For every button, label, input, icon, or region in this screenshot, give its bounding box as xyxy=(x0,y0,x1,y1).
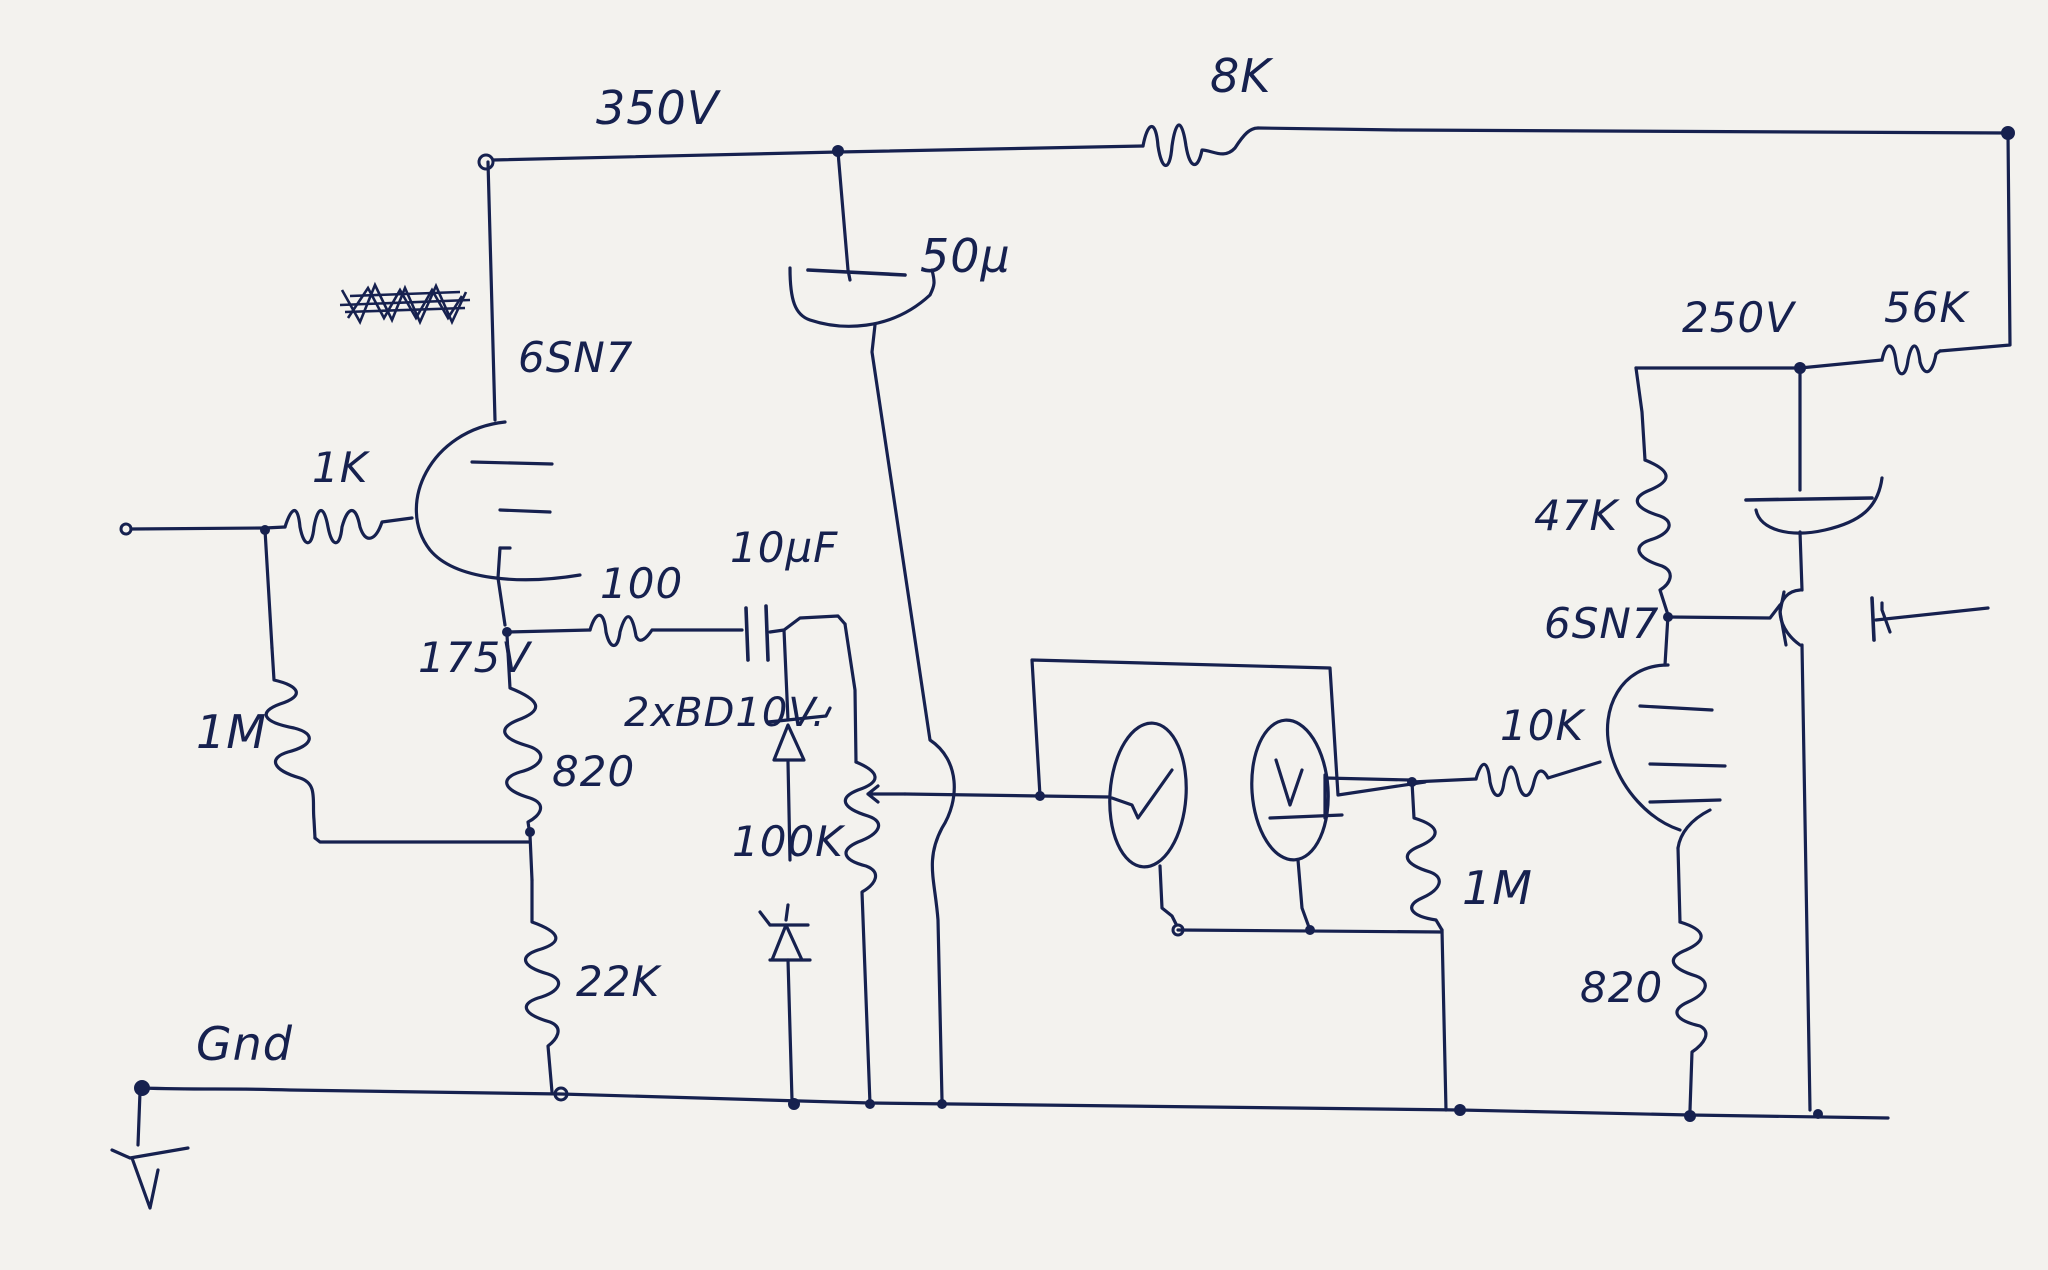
label-250v: 250V xyxy=(1682,293,1797,342)
label-100: 100 xyxy=(600,559,683,608)
resistor-1m-input xyxy=(264,646,317,840)
capacitor-50u xyxy=(788,150,956,1109)
label-820-cathode: 820 xyxy=(552,747,635,796)
resistor-1m-meter xyxy=(1405,780,1444,932)
resistor-22k xyxy=(524,878,561,1094)
input-grid-network xyxy=(119,508,532,844)
label-50u: 50µ xyxy=(920,229,1011,283)
cathode-coupling xyxy=(505,604,858,764)
tube2-grid-network xyxy=(1176,760,1602,1116)
label-350v: 350V xyxy=(596,81,722,135)
cathode-network xyxy=(502,627,569,1102)
scribble-crossed-out xyxy=(339,281,471,326)
label-820-tube2: 820 xyxy=(1580,963,1663,1012)
meter-left xyxy=(1108,721,1188,937)
meter-feed xyxy=(903,658,1427,801)
resistor-820-tube2 xyxy=(1671,920,1708,1112)
pot-wiper xyxy=(866,784,907,804)
label-tube-v2: 6SN7 xyxy=(1544,599,1660,648)
tube-v1 xyxy=(414,160,582,627)
label-100k: 100K xyxy=(732,817,846,866)
label-1m-input: 1M xyxy=(196,705,267,759)
label-10uf: 10µF xyxy=(730,523,838,572)
resistor-10k xyxy=(1474,760,1602,798)
resistor-47k xyxy=(1635,458,1672,617)
tube-v2 xyxy=(1605,613,1727,1122)
label-8k: 8K xyxy=(1210,49,1274,103)
label-1k: 1K xyxy=(312,443,371,492)
label-tube-v1: 6SN7 xyxy=(518,333,634,382)
label-zener: 2xBD10V. xyxy=(624,690,826,736)
b-plus-rail xyxy=(477,126,2015,353)
pot-100k xyxy=(843,760,907,1109)
resistor-100 xyxy=(588,613,744,648)
meter-right xyxy=(1250,718,1344,932)
tube2-plate-network xyxy=(1634,344,1990,1119)
label-22k: 22K xyxy=(576,957,662,1006)
label-gnd: Gnd xyxy=(196,1017,293,1071)
resistor-8k xyxy=(1141,123,1260,168)
label-10k: 10K xyxy=(1500,701,1586,750)
resistor-1k xyxy=(283,508,414,545)
resistor-56k xyxy=(1880,344,1942,376)
capacitor-10uf xyxy=(744,604,770,662)
ground-rail xyxy=(110,1080,1890,1210)
label-56k: 56K xyxy=(1884,283,1970,332)
label-1m-meter: 1M xyxy=(1462,861,1533,915)
label-47k: 47K xyxy=(1534,491,1620,540)
label-175v: 175V xyxy=(418,633,533,682)
ground-symbol xyxy=(110,1090,190,1210)
resistor-820-cathode xyxy=(503,633,543,837)
